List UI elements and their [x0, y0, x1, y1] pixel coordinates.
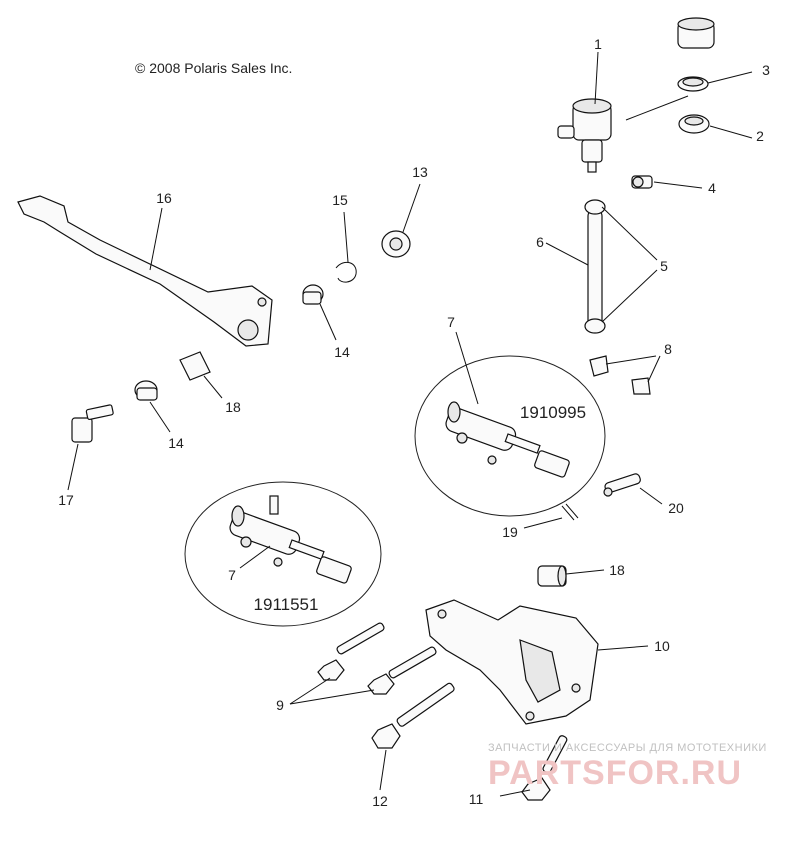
master-cylinder-upper	[445, 401, 570, 478]
callout-5: 5	[660, 258, 668, 274]
bushing-14b	[134, 380, 158, 401]
bolt-12	[371, 682, 455, 749]
hose	[587, 209, 603, 329]
clevis-pin	[603, 473, 641, 497]
callout-1: 1	[594, 36, 602, 52]
copyright-notice: © 2008 Polaris Sales Inc.	[135, 60, 293, 76]
callout-8: 8	[664, 341, 672, 357]
callout-3: 3	[762, 62, 770, 78]
circlip	[335, 261, 357, 283]
callout-7-lower: 7	[228, 567, 236, 583]
callout-4: 4	[708, 180, 716, 196]
callout-13: 13	[412, 164, 428, 180]
watermark-caption: ЗАПЧАСТИ И АКСЕССУАРЫ ДЛЯ МОТОТЕХНИКИ	[488, 742, 767, 754]
bolt-9a	[317, 622, 385, 681]
bolt-9b	[367, 646, 437, 695]
callout-10: 10	[654, 638, 670, 654]
kit-ring-lower	[184, 481, 382, 627]
pivot-bolt	[71, 404, 114, 443]
pedal-bracket	[425, 599, 599, 725]
hose-clamp-bottom	[584, 318, 606, 334]
diaphragm	[677, 76, 709, 92]
bushing-13	[381, 230, 411, 258]
callout-14-upper: 14	[334, 344, 350, 360]
callout-14-lower: 14	[168, 435, 184, 451]
callout-6: 6	[536, 234, 544, 250]
callout-7-upper: 7	[447, 314, 455, 330]
bushing-8a	[589, 355, 609, 377]
hose-clamp-top	[584, 199, 606, 215]
reservoir-body	[557, 98, 612, 173]
brake-pedal-arm	[17, 195, 273, 347]
reservoir-seal	[678, 114, 710, 134]
cotter-pin	[561, 503, 579, 521]
callout-16: 16	[156, 190, 172, 206]
callout-11: 11	[468, 791, 484, 807]
reservoir-cap	[677, 17, 715, 49]
sleeve-18b	[537, 565, 567, 587]
callout-2: 2	[756, 128, 764, 144]
kit-number-lower: 1911551	[253, 595, 319, 614]
kit-number-upper: 1910995	[519, 403, 587, 422]
master-cylinder-lower	[229, 495, 352, 584]
callout-15: 15	[332, 192, 348, 208]
bushing-14a	[302, 284, 324, 305]
callout-12: 12	[372, 793, 388, 809]
callout-17: 17	[58, 492, 74, 508]
callout-18-lower: 18	[609, 562, 625, 578]
kit-ring-upper	[414, 355, 606, 517]
banjo-fitting	[631, 175, 653, 189]
sleeve-18a	[179, 351, 211, 381]
callout-19: 19	[502, 524, 518, 540]
callout-18-upper: 18	[225, 399, 241, 415]
watermark-logo: PARTSFOR.RU	[488, 754, 743, 792]
bushing-8b	[631, 377, 651, 395]
callout-9: 9	[276, 697, 284, 713]
callout-20: 20	[668, 500, 684, 516]
